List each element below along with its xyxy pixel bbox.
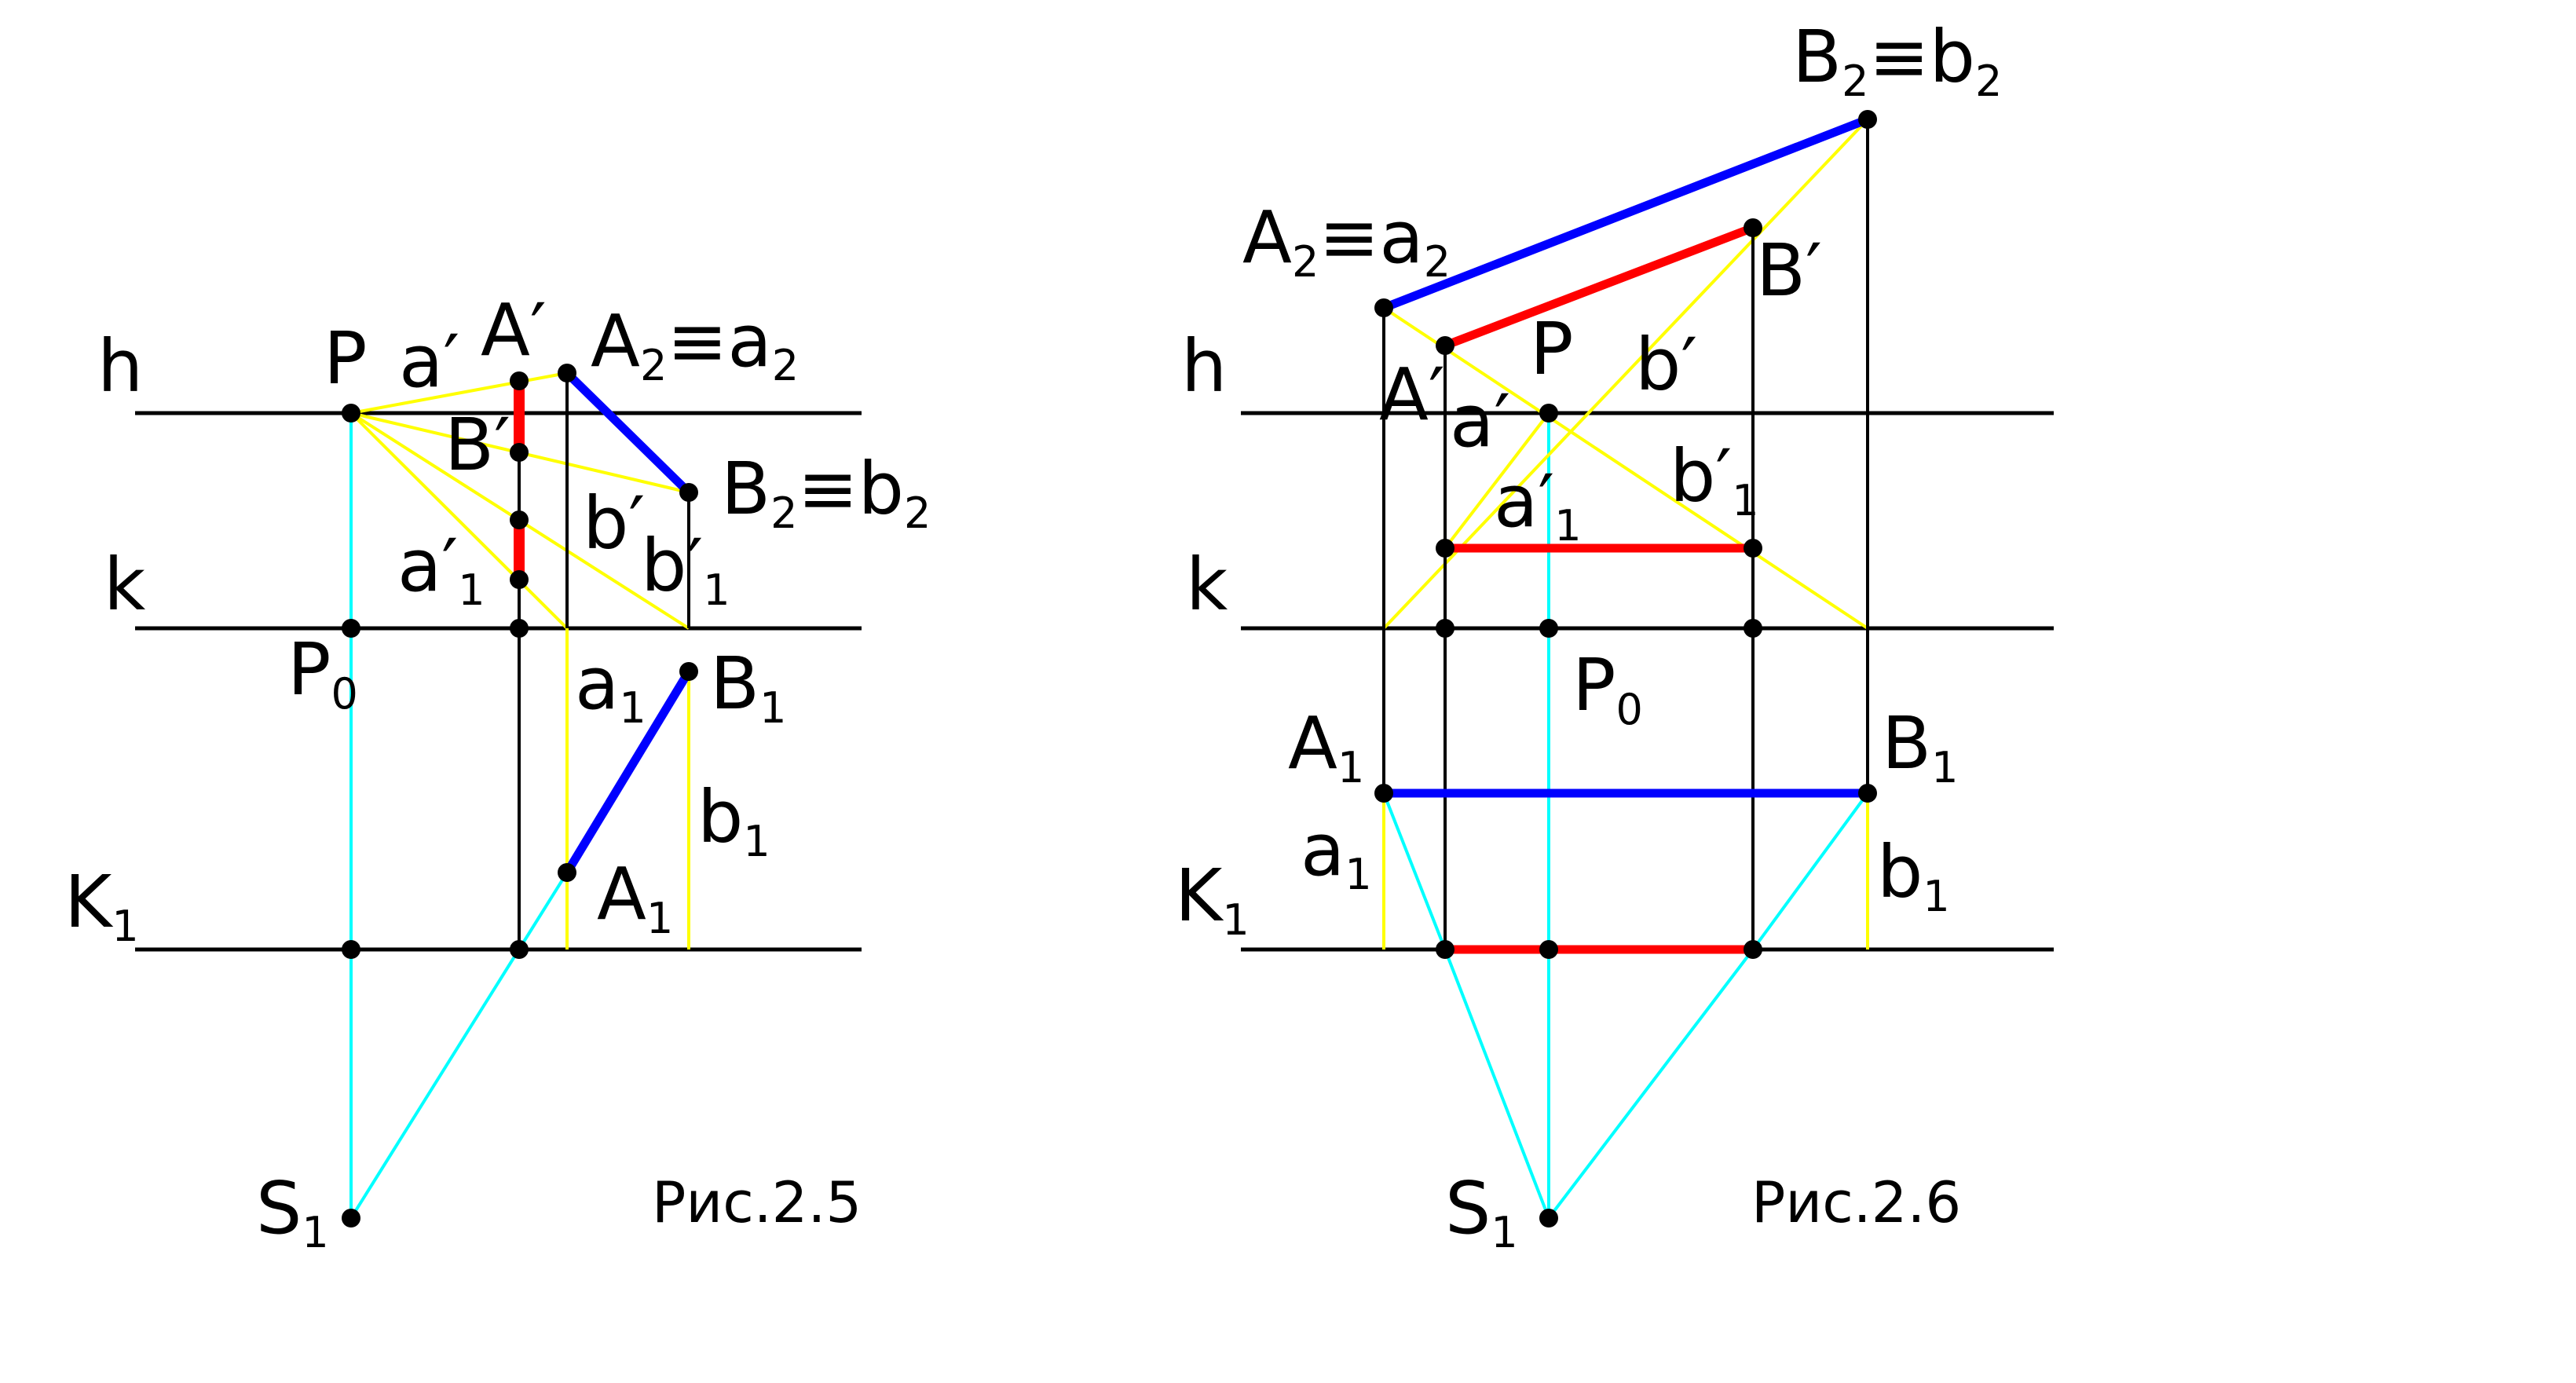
fig1-base-lines <box>135 411 862 952</box>
fig1-label-B1: B1 <box>710 642 786 733</box>
fig2-cyan-S-left <box>1444 949 1550 1219</box>
fig2-label-K1: K1 <box>1175 854 1250 945</box>
fig1-point-a1-prime <box>510 510 529 529</box>
fig2-point-P0 <box>1539 619 1558 638</box>
fig2-point-B2 <box>1858 110 1877 129</box>
fig1-point-A-prime <box>510 371 529 390</box>
fig1-label-A-prime: A′ <box>481 288 547 372</box>
fig1-label-A2-a2: A2≡a2 <box>591 299 799 390</box>
fig2-label-a-prime: a′ <box>1450 379 1510 463</box>
fig1-caption: Рис.2.5 <box>652 1169 862 1235</box>
fig1-point-B-prime <box>510 443 529 462</box>
fig1-cyan-lines <box>349 413 569 1220</box>
fig2-label-k: k <box>1186 543 1228 627</box>
fig2-label-A1: A1 <box>1288 701 1364 792</box>
fig2-cyan-B1 <box>1751 792 1869 951</box>
fig2-point-K1-2 <box>1539 940 1558 959</box>
fig1-black-verticals <box>518 373 690 949</box>
fig1-point-P <box>342 404 360 423</box>
fig2-label-h: h <box>1181 324 1227 408</box>
fig1-segment-A2B2 <box>564 370 692 496</box>
fig2-label-B1: B1 <box>1882 701 1958 792</box>
fig2-label-S1: S1 <box>1445 1166 1518 1257</box>
fig1-point-k-A <box>510 619 529 638</box>
fig2-label-a1: a1 <box>1301 808 1372 899</box>
fig2-segment-A2B2 <box>1382 115 1869 313</box>
fig2-label-P: P <box>1530 307 1573 391</box>
fig1-label-B-prime: B′ <box>445 403 510 487</box>
fig1-point-P0 <box>342 619 360 638</box>
fig1-label-b1-prime: b′1 <box>641 524 730 615</box>
fig2-label-P0: P0 <box>1572 643 1643 734</box>
fig1-segment-A1B1 <box>563 669 693 875</box>
fig1-label-a-prime: a′ <box>399 320 459 404</box>
fig2-point-A2 <box>1374 298 1393 317</box>
fig1-point-A2 <box>558 364 576 382</box>
fig2-label-A-prime: A′ <box>1379 353 1445 437</box>
fig1-points <box>342 364 698 1228</box>
fig1-point-B1 <box>679 662 698 681</box>
fig2-label-A2-a2: A2≡a2 <box>1242 196 1451 287</box>
fig1-cyan-diagonal <box>349 871 569 1220</box>
fig2-point-b1-prime <box>1744 539 1762 558</box>
fig2-point-P <box>1539 404 1558 423</box>
fig1-label-k: k <box>104 543 146 627</box>
fig1-point-A1 <box>558 863 576 882</box>
figure-2-5: h k K1 P P0 S1 a′ A′ B′ A2≡a2 B2≡b2 b′ b… <box>64 288 931 1257</box>
fig1-point-S1 <box>342 1209 360 1228</box>
fig1-label-B2-b2: B2≡b2 <box>721 447 931 538</box>
fig2-label-a1-prime: a′1 <box>1494 459 1582 551</box>
fig2-point-k-1 <box>1436 619 1454 638</box>
fig1-yellow-ray-1 <box>350 371 568 415</box>
fig2-yellow-lines <box>1382 118 1869 949</box>
fig2-point-S1 <box>1539 1209 1558 1228</box>
fig1-point-B2 <box>679 483 698 502</box>
fig2-yellow-B2-diag <box>1382 118 1869 630</box>
fig2-cyan-S-right <box>1547 948 1755 1220</box>
fig2-point-K1-1 <box>1436 940 1454 959</box>
fig1-label-A1: A1 <box>597 852 673 943</box>
fig1-label-a1-prime: a′1 <box>397 524 485 615</box>
fig2-point-a1-prime <box>1436 539 1454 558</box>
fig2-point-A1 <box>1374 784 1393 803</box>
fig2-caption: Рис.2.6 <box>1751 1169 1961 1235</box>
fig2-cyan-lines <box>1382 413 1869 1220</box>
fig2-label-B2-b2: B2≡b2 <box>1792 15 2002 106</box>
fig1-label-b-prime: b′ <box>583 481 645 565</box>
fig1-label-K1: K1 <box>64 860 139 951</box>
fig2-label-B-prime: B′ <box>1756 229 1822 313</box>
fig1-label-h: h <box>97 324 143 408</box>
figure-2-6: B2≡b2 A2≡a2 B′ h A′ P a′ b′ b′1 a′1 k P0… <box>1175 15 2054 1257</box>
fig1-point-K1-P <box>342 940 360 959</box>
fig2-point-K1-3 <box>1744 940 1762 959</box>
fig1-point-b1-prime <box>510 570 529 589</box>
fig1-label-P0: P0 <box>287 627 358 719</box>
fig1-label-b1: b1 <box>697 775 770 866</box>
fig2-point-B-prime <box>1744 218 1762 237</box>
fig1-label-S1: S1 <box>256 1166 329 1257</box>
fig1-point-K1-A <box>510 940 529 959</box>
fig2-label-b1-prime: b′1 <box>1670 434 1759 525</box>
fig1-label-P: P <box>324 316 367 401</box>
fig2-yellow-A2-diag <box>1382 306 1869 630</box>
fig2-point-A-prime <box>1436 336 1454 355</box>
fig2-points <box>1374 110 1877 1228</box>
fig2-cyan-A1 <box>1382 792 1447 950</box>
fig2-label-b1: b1 <box>1877 830 1950 921</box>
fig1-yellow-ray-4 <box>349 412 569 630</box>
fig2-point-B1 <box>1858 784 1877 803</box>
fig2-yellow-a1-prime <box>1444 412 1550 550</box>
fig2-segment-AB-prime <box>1444 223 1755 350</box>
fig2-point-k-2 <box>1744 619 1762 638</box>
fig2-black-verticals <box>1382 119 1869 949</box>
fig1-label-a1: a1 <box>575 642 646 733</box>
fig2-label-b-prime: b′ <box>1635 323 1697 407</box>
